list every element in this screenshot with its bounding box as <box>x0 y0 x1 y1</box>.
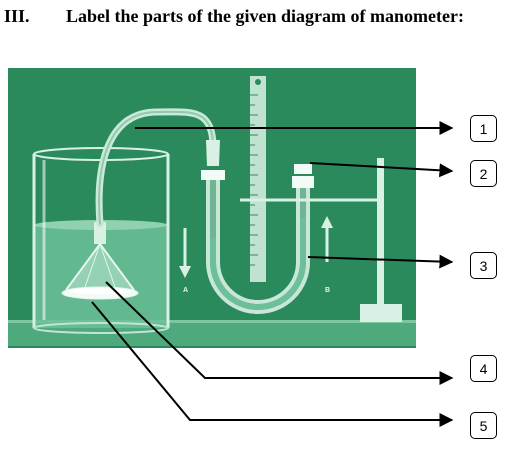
marker-a: A <box>183 287 189 294</box>
pointer-line-2 <box>309 162 454 178</box>
label-box-2: 2 <box>470 160 497 187</box>
worksheet-heading: III. Label the parts of the given diagram… <box>4 6 464 27</box>
stand <box>360 158 402 322</box>
thistle-funnel <box>65 222 135 291</box>
left-connector <box>201 140 225 180</box>
rubber-tube <box>95 108 217 228</box>
pointer-line-3 <box>307 254 454 269</box>
section-number: III. <box>4 6 30 26</box>
pointer-line-4 <box>105 281 454 385</box>
pointer-line-5 <box>91 301 454 427</box>
label-box-1: 1 <box>470 115 497 142</box>
label-box-4: 4 <box>470 355 497 382</box>
marker-b: B <box>325 287 331 294</box>
instruction-text: Label the parts of the given diagram of … <box>66 6 464 26</box>
label-box-5: 5 <box>470 412 497 439</box>
right-connector <box>292 164 314 188</box>
scale <box>250 76 266 282</box>
label-box-3: 3 <box>470 252 497 279</box>
rubber-diaphragm <box>61 286 139 300</box>
